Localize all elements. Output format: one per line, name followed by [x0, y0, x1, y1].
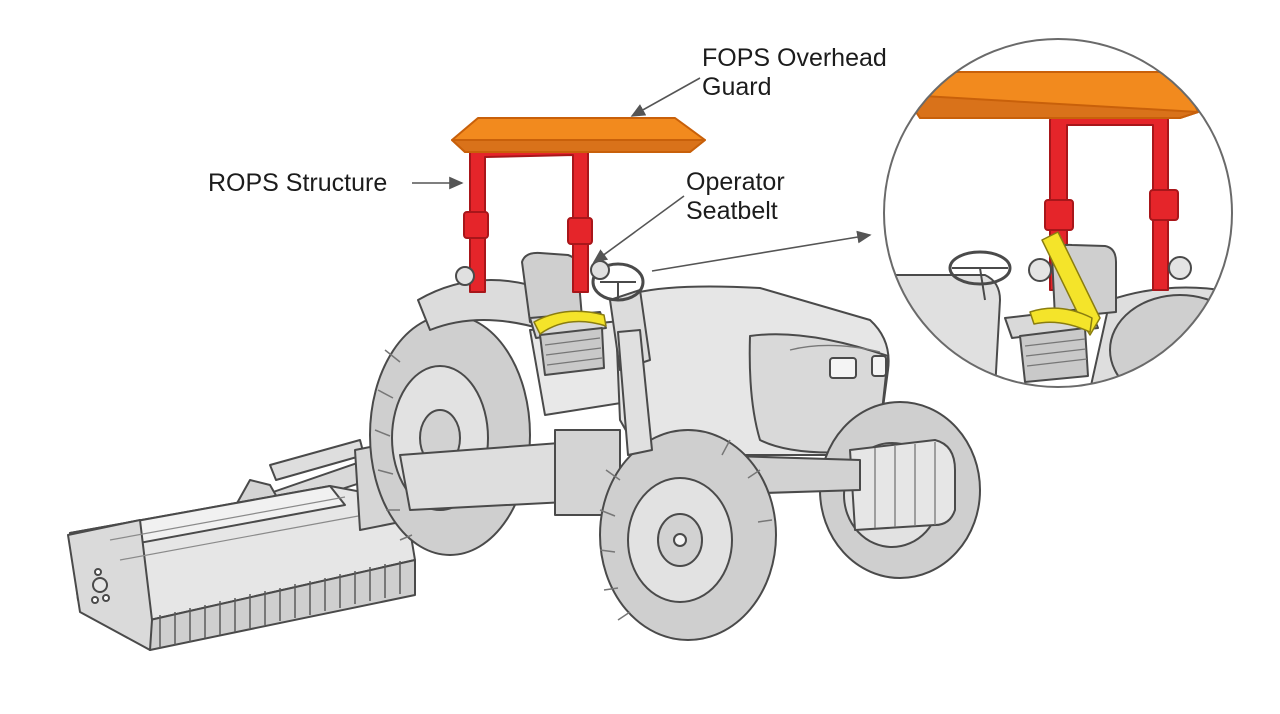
- magnifier-arrow: [651, 230, 872, 272]
- rops-structure-label: ROPS Structure: [208, 169, 387, 198]
- fops-label-line1: FOPS Overhead: [702, 44, 887, 72]
- fops-label-line2: Guard: [702, 73, 772, 101]
- front-left-wheel: [599, 429, 777, 641]
- callout-arrows: [412, 77, 872, 272]
- steering-wheel: [591, 262, 645, 302]
- seatbelt: [533, 310, 607, 335]
- seatbelt-detail-magnifier: [883, 38, 1233, 388]
- rops-label-text: ROPS Structure: [208, 169, 388, 197]
- fops-arrow: [630, 77, 701, 117]
- operator-seatbelt-label: Operator Seatbelt: [686, 168, 785, 226]
- seatbelt-label-line2: Seatbelt: [686, 197, 778, 225]
- seatbelt-label-line1: Operator: [686, 168, 785, 196]
- fops-overhead-guard-label: FOPS Overhead Guard: [702, 44, 887, 102]
- fops-overhead-guard: [451, 117, 706, 153]
- rear-left-wheel: [369, 314, 531, 556]
- flail-mower-illustration: [67, 439, 416, 651]
- seatbelt-arrow: [592, 195, 685, 263]
- tractor-illustration: [369, 117, 981, 641]
